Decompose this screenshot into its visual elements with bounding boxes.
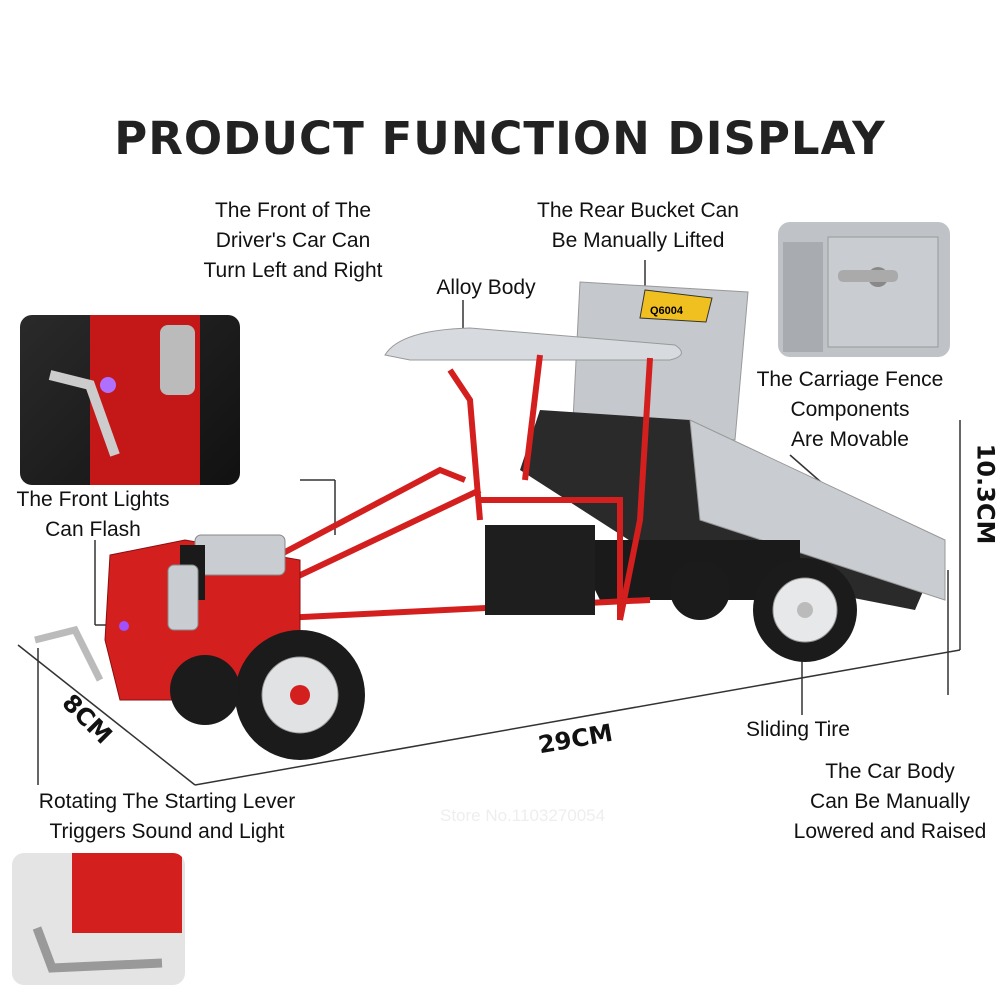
air-filter xyxy=(167,564,199,631)
rear-wheel-hub xyxy=(797,602,813,618)
front-light-closeup-image xyxy=(20,315,240,485)
canopy-roof xyxy=(384,327,682,361)
license-plate xyxy=(639,289,713,323)
label-starting-lever: Rotating The Starting Lever Triggers Sou… xyxy=(12,787,322,847)
starting-lever-closeup-image xyxy=(12,853,185,985)
label-alloy-body: Alloy Body xyxy=(436,276,536,299)
carriage-fence-closeup-drawing xyxy=(783,236,939,352)
label-line: The Rear Bucket Can xyxy=(537,199,739,222)
label-line: Driver's Car Can xyxy=(215,229,371,252)
label-carriage-fence: The Carriage Fence Components Are Movabl… xyxy=(735,365,965,455)
height-dimension: 10.3CM xyxy=(971,443,1000,545)
carriage-fence xyxy=(689,419,946,601)
label-line: Components xyxy=(790,398,910,421)
store-watermark: Store No.1103270054 xyxy=(440,806,606,825)
label-car-body: The Car Body Can Be Manually Lowered and… xyxy=(775,757,1000,847)
label-line: The Front of The xyxy=(214,199,372,222)
label-rear-bucket: The Rear Bucket Can Be Manually Lifted xyxy=(518,196,758,256)
label-line: Lowered and Raised xyxy=(793,820,987,843)
page-title: PRODUCT FUNCTION DISPLAY xyxy=(114,112,886,165)
label-line: Be Manually Lifted xyxy=(551,229,725,252)
label-line: Are Movable xyxy=(791,428,909,451)
front-wheel-far xyxy=(170,655,240,725)
label-line: Turn Left and Right xyxy=(203,259,383,282)
label-line: Can Flash xyxy=(45,518,141,541)
label-line: Can Be Manually xyxy=(810,790,970,813)
label-line: Rotating The Starting Lever xyxy=(38,790,296,813)
label-line: The Car Body xyxy=(825,760,955,783)
front-wheel-hub xyxy=(290,685,310,705)
label-front-turn: The Front of The Driver's Car Can Turn L… xyxy=(178,196,408,286)
label-sliding-tire: Sliding Tire xyxy=(746,718,850,741)
label-line: The Front Lights xyxy=(16,488,170,511)
label-line: The Carriage Fence xyxy=(756,368,944,391)
engine-tank xyxy=(194,534,286,576)
starting-lever-closeup-drawing xyxy=(32,853,182,973)
front-light-closeup-drawing xyxy=(48,315,200,485)
seat-box xyxy=(485,525,595,615)
rear-wheel-far xyxy=(670,560,730,620)
starting-lever xyxy=(34,625,104,682)
carriage-fence-closeup-image xyxy=(778,222,950,357)
label-front-lights: The Front Lights Can Flash xyxy=(0,485,186,545)
label-line: Triggers Sound and Light xyxy=(49,820,285,843)
plate-text: Q6004 xyxy=(650,305,684,317)
front-light xyxy=(119,621,129,631)
